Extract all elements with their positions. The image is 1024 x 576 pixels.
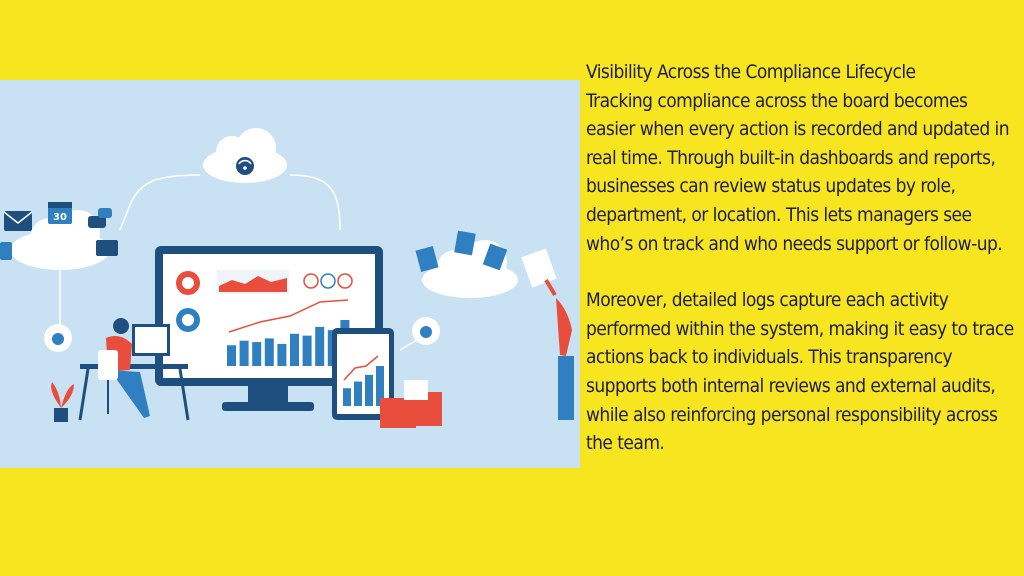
compliance-illustration: 30 bbox=[0, 80, 580, 468]
chart-bar bbox=[264, 338, 274, 366]
calendar-day: 30 bbox=[53, 212, 67, 223]
chart-bar bbox=[277, 343, 287, 366]
plant-icon bbox=[51, 382, 74, 422]
tablet-bar-chart bbox=[343, 366, 384, 406]
chart-bar bbox=[343, 388, 351, 406]
person-at-desk-icon bbox=[78, 318, 190, 421]
monitor-icon bbox=[155, 246, 383, 411]
wifi-node-left-icon bbox=[44, 324, 72, 352]
chart-bar bbox=[252, 342, 262, 366]
chart-bar bbox=[302, 335, 312, 366]
chart-bar bbox=[354, 381, 362, 406]
chart-bar bbox=[365, 374, 373, 406]
paragraph-logs: Moreover, detailed logs capture each act… bbox=[586, 289, 1014, 455]
paragraph-visibility: Tracking compliance across the board bec… bbox=[586, 89, 1010, 255]
standing-person-icon bbox=[521, 248, 574, 420]
paragraph-spacer bbox=[586, 258, 1018, 286]
chat-bubble-icon bbox=[88, 208, 112, 228]
folder-icon bbox=[96, 240, 118, 256]
illustration-svg: 30 bbox=[0, 128, 574, 428]
chart-bar bbox=[227, 345, 236, 366]
phone-icon bbox=[0, 242, 12, 260]
text-column: Visibility Across the Compliance Lifecyc… bbox=[586, 58, 1018, 458]
cloud-wifi-icon bbox=[203, 128, 287, 183]
chart-bar bbox=[376, 366, 384, 406]
mail-icon bbox=[3, 211, 33, 231]
calendar-icon: 30 bbox=[48, 202, 72, 224]
chart-bar bbox=[239, 340, 249, 366]
chart-bar bbox=[315, 326, 325, 366]
wifi-node-right-icon bbox=[412, 317, 440, 345]
section-heading: Visibility Across the Compliance Lifecyc… bbox=[586, 61, 916, 83]
chart-bar bbox=[290, 333, 299, 366]
document-folders-icon bbox=[380, 380, 442, 428]
cloud-documents-icon bbox=[415, 230, 518, 298]
